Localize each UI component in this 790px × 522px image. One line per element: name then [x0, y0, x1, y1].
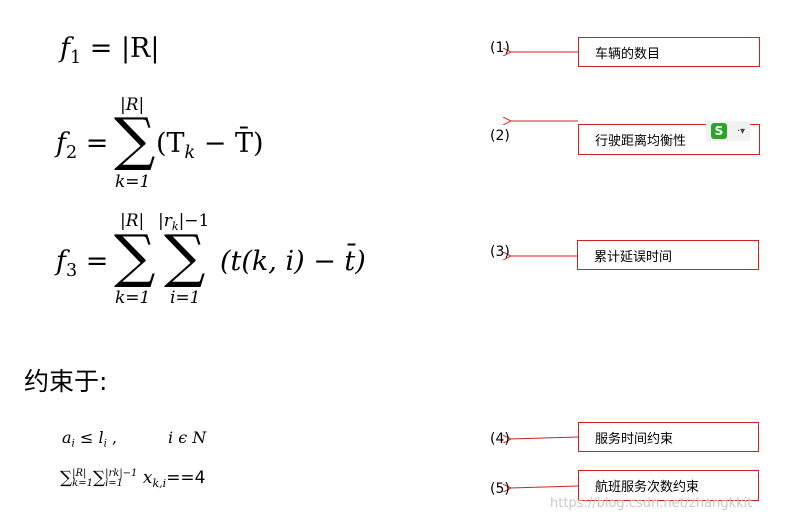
f2-sum-symbol: ∑ [114, 105, 156, 173]
f3-sum2-symbol: ∑ [164, 222, 206, 290]
f3-sum1-upper: |R| [120, 211, 145, 231]
annotation-num-5: (5) [490, 481, 510, 497]
sogou-ime-icon[interactable]: S ·▾ [706, 121, 750, 141]
f3-sum2-lower: i=1 [170, 288, 201, 308]
arrow-5 [510, 486, 579, 488]
annotation-num-3: (3) [490, 244, 510, 260]
constraint-heading: 约束于: [24, 367, 108, 396]
annotation-box-3: 累计延误时间 [577, 240, 759, 270]
annotation-box-1: 车辆的数目 [578, 37, 760, 67]
watermark: https://blog.csdn.net/zhangkkit [550, 496, 753, 511]
formula-f3-body: (t(k, i) − t̄) [220, 246, 366, 277]
formula-f2-body: (Tk − T̄) [156, 128, 264, 164]
formula-f1: f1 = |R| [60, 33, 160, 69]
f3-sum1-lower: k=1 [115, 288, 151, 308]
annotation-box-4: 服务时间约束 [578, 422, 759, 452]
arrow-4 [510, 437, 579, 439]
formula-f2-lhs: f2 = [56, 128, 109, 164]
ime-menu-icon[interactable]: ·▾ [736, 125, 746, 137]
annotation-box-5: 航班服务次数约束 [578, 470, 759, 501]
f3-sum1-symbol: ∑ [114, 222, 156, 290]
constraint-1-condition: i ϵ N [168, 428, 207, 447]
annotation-num-4: (4) [490, 431, 510, 447]
constraint-1: ai ≤ li , [62, 428, 118, 450]
annotation-num-2: (2) [490, 128, 510, 144]
f3-sum2-upper: |rk|−1 [158, 211, 210, 233]
annotation-num-1: (1) [490, 40, 510, 56]
formula-f3-lhs: f3 = [56, 246, 109, 282]
f2-sum-lower: k=1 [115, 172, 151, 192]
sogou-s-icon: S [710, 123, 727, 139]
f2-sum-upper: |R| [120, 95, 145, 115]
